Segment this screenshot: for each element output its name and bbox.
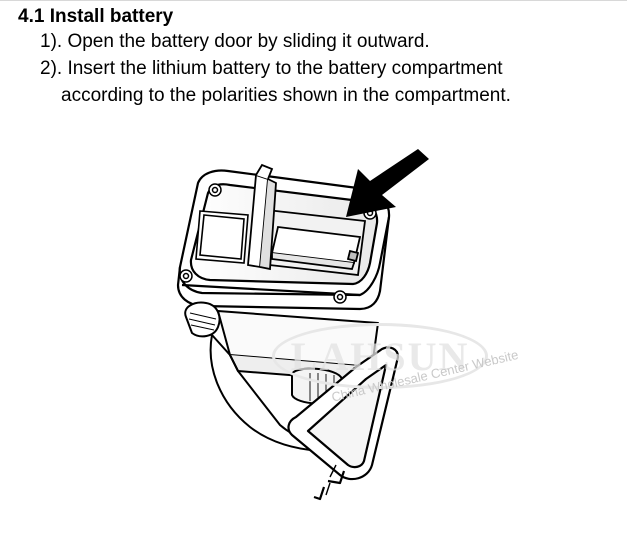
direction-arrow-icon <box>346 149 429 217</box>
clip-arm <box>287 346 400 501</box>
battery-compartment <box>247 163 367 276</box>
section-heading: 4.1 Install battery <box>18 6 174 27</box>
label-recess <box>195 210 249 264</box>
top-rule <box>0 0 627 1</box>
step-2-continuation-text: according to the polarities shown in the… <box>61 85 511 106</box>
battery-installation-illustration <box>176 149 429 501</box>
step-2-text: 2). Insert the lithium battery to the ba… <box>40 58 503 79</box>
step-1-text: 1). Open the battery door by sliding it … <box>40 31 430 52</box>
